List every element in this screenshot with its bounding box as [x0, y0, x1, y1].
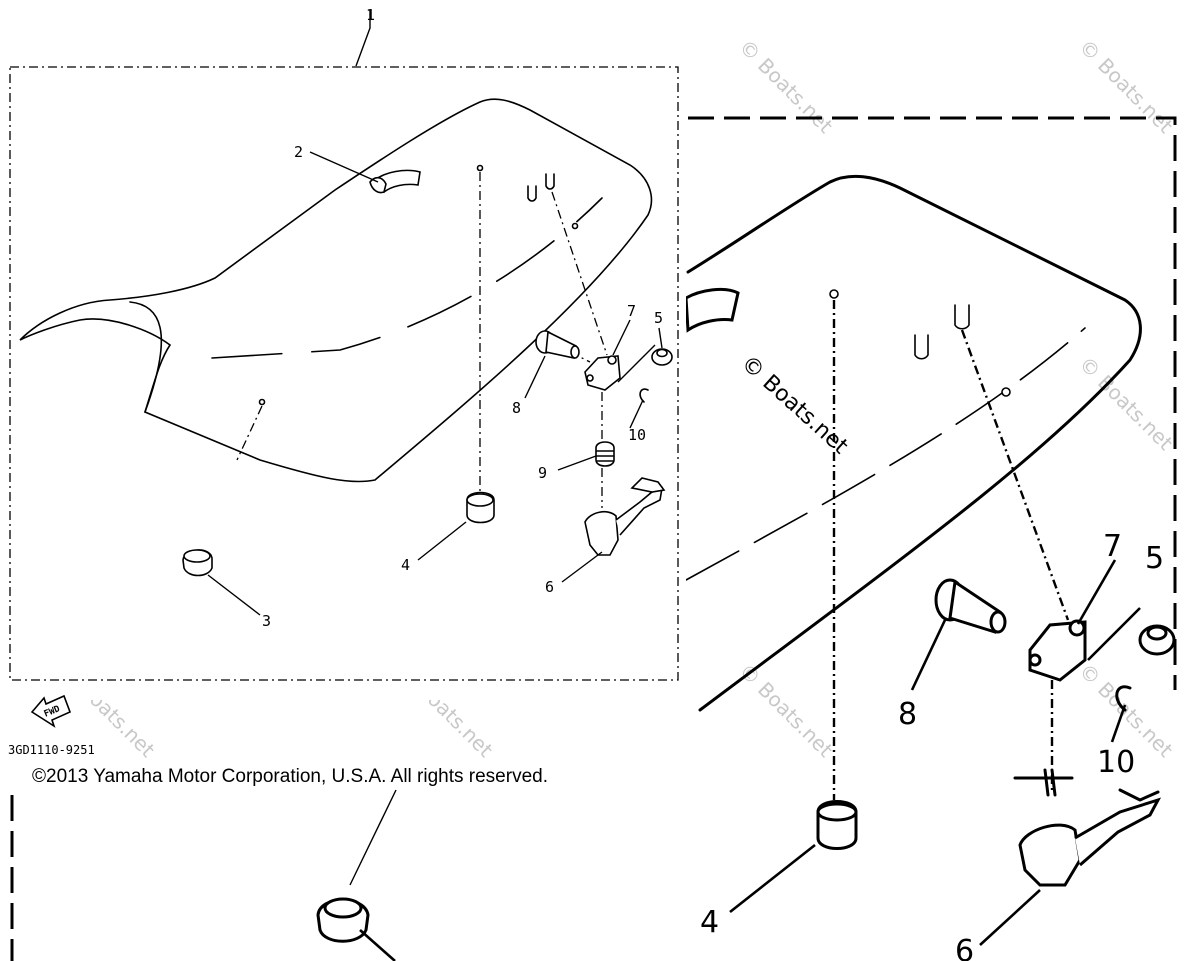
zoom-leader-1 — [349, 789, 397, 886]
forward-arrow-icon: FWD — [30, 694, 72, 728]
part-5-grommet — [651, 348, 673, 366]
part-6-latch — [584, 477, 666, 556]
zoom-grommet-5 — [1087, 607, 1176, 661]
seat-hook-2 — [545, 173, 555, 190]
zoom-spring-9 — [1013, 768, 1074, 797]
zoom-leader-8 — [910, 619, 947, 691]
seat-outline — [19, 98, 653, 483]
callout-1: 1 — [366, 6, 375, 24]
zoom-callout-6: 6 — [955, 934, 974, 961]
zoom-callout-8: 8 — [898, 697, 917, 732]
leader-2 — [309, 151, 379, 183]
zoom-latch-6 — [1018, 788, 1162, 887]
leader-1 — [355, 10, 371, 67]
zoom-strap-handle — [684, 287, 740, 333]
seat-hook-1 — [527, 185, 537, 202]
leader-6 — [561, 551, 603, 583]
leader-5 — [617, 327, 663, 383]
zoom-seat-outline — [686, 174, 1142, 712]
seat — [19, 98, 653, 483]
seat-front-curve — [129, 301, 163, 413]
zoom-clip-10 — [1115, 685, 1132, 712]
zoom-leader-10 — [1110, 704, 1127, 743]
leader-9 — [557, 455, 597, 471]
seat-strap-2 — [369, 169, 421, 194]
watermark-3: © Boats.net — [734, 35, 837, 138]
zoom-frame-top — [688, 116, 1177, 690]
seat-seam — [211, 197, 603, 359]
zoom-damper-4 — [816, 800, 858, 850]
zoom-leader-7 — [1076, 559, 1117, 625]
zoom-seat-seam — [685, 327, 1086, 581]
leader-3 — [207, 574, 261, 616]
callout-3: 3 — [262, 612, 271, 630]
leader-4 — [417, 521, 467, 561]
leader-7 — [612, 319, 631, 356]
zoom-bracket-7 — [1028, 619, 1087, 682]
watermark-4: © Boats.net — [1074, 35, 1177, 138]
callout-6: 6 — [545, 578, 554, 596]
part-9-spring — [595, 441, 615, 467]
parts-frame — [9, 66, 679, 681]
part-code: 3GD1110-9251 — [8, 743, 95, 757]
part-7-bracket — [584, 355, 621, 391]
part-4-damper — [466, 491, 495, 524]
callout-8: 8 — [512, 399, 521, 417]
zoom-pin-8 — [934, 578, 1007, 634]
leader-8 — [524, 355, 546, 399]
part-8-pin — [535, 330, 580, 359]
zoom-hole-4 — [829, 289, 839, 299]
part-3-damper — [182, 549, 213, 577]
callout-2: 2 — [294, 143, 303, 161]
callout-4: 4 — [401, 556, 410, 574]
leader-10 — [629, 399, 644, 429]
watermark-dark: © Boats.net — [736, 351, 853, 460]
zoom-callout-4: 4 — [700, 905, 719, 940]
callout-10: 10 — [628, 426, 646, 444]
zoom-callout-10: 10 — [1097, 745, 1135, 780]
seat-hole-4 — [476, 164, 484, 172]
zoom-hook-2 — [954, 304, 970, 330]
copyright-notice: ©2013 Yamaha Motor Corporation, U.S.A. A… — [32, 766, 548, 787]
zoom-leader-6 — [979, 889, 1041, 946]
main-view: 1 — [0, 0, 686, 757]
zoom-damper-3 — [316, 897, 396, 961]
zoom-hook-1 — [914, 334, 929, 360]
zoom-callout-7: 7 — [1103, 529, 1122, 564]
callout-5: 5 — [654, 309, 663, 327]
zoom-leader-4 — [729, 843, 816, 914]
callout-7: 7 — [627, 302, 636, 320]
zoom-callout-5: 5 — [1145, 541, 1164, 576]
zoom-axis-7 — [960, 329, 1070, 621]
callout-9: 9 — [538, 464, 547, 482]
seat-hole-3 — [258, 398, 266, 406]
seat-hole-7 — [571, 222, 579, 230]
zoom-hole-7 — [1001, 387, 1011, 397]
